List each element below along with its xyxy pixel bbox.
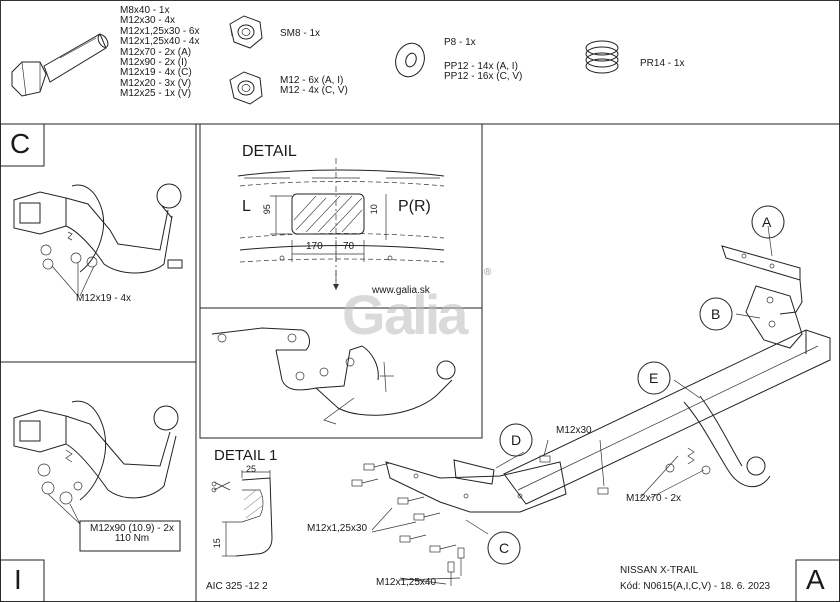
m12x30-label: M12x30	[556, 425, 592, 436]
callout-a-circle	[751, 205, 785, 239]
dim-95: 95	[261, 204, 272, 215]
panel-c-label: C	[10, 128, 31, 159]
bolt-line: M12x1,25x30 - 6x	[120, 25, 200, 37]
sm8-label: SM8 - 1x	[280, 28, 321, 39]
detail-box	[199, 124, 483, 439]
bolt-line: M8x40 - 1x	[120, 5, 170, 16]
i-bolt-line: 110 Nm	[114, 533, 150, 545]
watermark-url: www.galia.sk	[372, 285, 430, 296]
a-label-box	[795, 559, 840, 602]
m12-line: M12 - 4x (C, V)	[280, 85, 348, 97]
c-label-box	[0, 123, 45, 167]
p8-label: P8 - 1x	[444, 37, 476, 48]
m12x125x40-label: M12x1,25x40	[376, 577, 437, 588]
svg-text:alia: alia	[384, 283, 469, 346]
watermark-registered: ®	[484, 267, 492, 278]
callout-e-circle	[637, 361, 671, 395]
bolt-line: M12x25 - 1x (V)	[120, 88, 192, 100]
panel-c-bolt-label: M12x19 - 4x	[76, 293, 132, 304]
bolt-line: M12x90 - 2x (I)	[120, 57, 188, 69]
pp12-label: PP12 - 14x (A, I) PP12 - 16x (C, V)	[444, 61, 523, 83]
callout-c: C	[499, 540, 510, 556]
pr14-label: PR14 - 1x	[640, 58, 685, 69]
callout-e: E	[649, 370, 659, 386]
footer-code: Kód: N0615(A,I,C,V) - 18. 6. 2023	[620, 581, 771, 592]
pp12-line: PP12 - 14x (A, I)	[444, 61, 518, 72]
bolt-line: M12x1,25x40 - 4x	[120, 36, 200, 48]
nut-icon	[229, 71, 263, 105]
detail1-dim-25: 25	[246, 464, 257, 474]
panel-i-label: I	[14, 564, 22, 595]
callout-d-circle	[499, 423, 533, 457]
panel-i-bolt-label: M12x90 (10.9) - 2x 110 Nm	[84, 523, 180, 545]
i-label-box	[0, 559, 45, 602]
dim-70: 70	[343, 241, 355, 252]
callout-d: D	[511, 432, 522, 448]
bolt-line: M12x30 - 4x	[120, 15, 176, 27]
m12x125x30-label: M12x1,25x30	[307, 523, 368, 534]
detail1-dim-15: 15	[211, 538, 222, 549]
galia-logo: G alia	[342, 283, 472, 346]
panel-c-hitch-drawing	[13, 183, 183, 297]
bolt-line: M12x20 - 3x (V)	[120, 77, 192, 89]
bolt-line: M12x70 - 2x (A)	[120, 46, 192, 58]
detail-bumper-drawing	[237, 158, 445, 290]
svg-text:G: G	[342, 283, 384, 346]
locknut-icon	[229, 15, 263, 49]
bolts-list: M8x40 - 1x M12x30 - 4x M12x1,25x30 - 6x …	[120, 5, 200, 100]
m12-nut-label: M12 - 6x (A, I) M12 - 4x (C, V)	[280, 75, 348, 97]
callout-c-circle	[487, 531, 521, 565]
pp12-line: PP12 - 16x (C, V)	[444, 71, 523, 83]
spring-washer-icon	[585, 40, 619, 74]
callout-b-circle	[699, 297, 733, 331]
m12-line: M12 - 6x (A, I)	[280, 75, 344, 86]
main-assembly-drawing	[351, 225, 831, 586]
bolt-line: M12x19 - 4x (C)	[120, 67, 192, 79]
callout-b: B	[711, 306, 721, 322]
m12x70-label: M12x70 - 2x	[626, 493, 682, 504]
detail-left-label: L	[242, 198, 251, 215]
footer-code-left: AIC 325 -12 2	[206, 581, 268, 592]
callout-a: A	[762, 214, 772, 230]
dim-170: 170	[306, 241, 323, 252]
footer-vehicle: NISSAN X-TRAIL	[620, 565, 699, 576]
i-bolt-line: M12x90 (10.9) - 2x	[90, 523, 174, 534]
washer-icon	[395, 42, 425, 78]
detail1-drawing	[211, 470, 273, 557]
detail1-title: DETAIL 1	[214, 447, 278, 464]
panel-i-hitch-drawing	[13, 400, 181, 552]
panel-a-label: A	[806, 564, 825, 595]
bolt-icon	[11, 33, 109, 97]
detail-side-view-drawing	[211, 327, 456, 425]
detail-right-label: P(R)	[398, 198, 431, 215]
dim-10: 10	[368, 204, 379, 215]
detail-title: DETAIL	[242, 143, 297, 160]
